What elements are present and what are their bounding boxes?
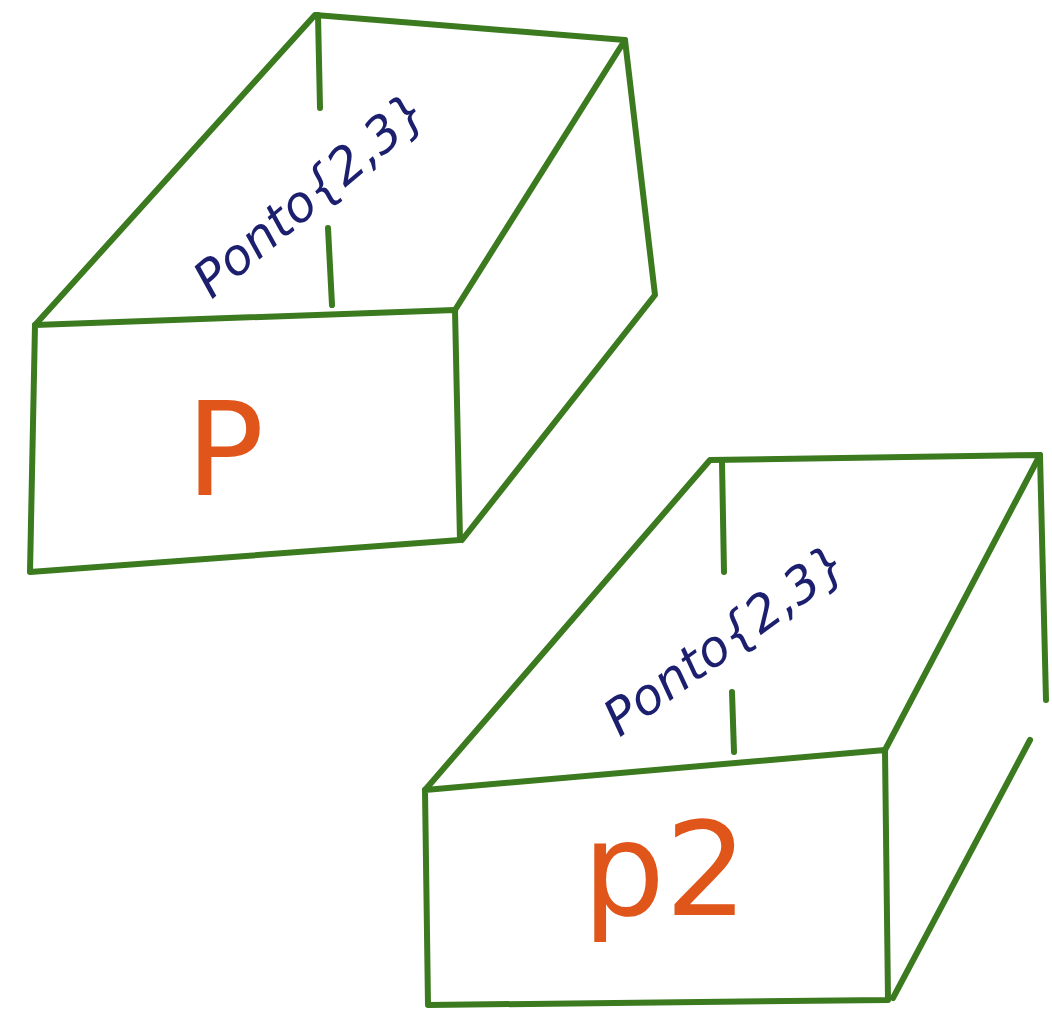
box-divider xyxy=(732,692,734,752)
box-name: P xyxy=(186,385,264,515)
box-side-face xyxy=(893,740,1030,998)
box-side-face xyxy=(1040,455,1046,700)
box-side-face xyxy=(462,40,655,540)
box-name: p2 xyxy=(582,805,747,935)
box-front-face xyxy=(425,750,888,1005)
box-divider xyxy=(722,462,724,572)
open-box: Ponto{2,3} p2 xyxy=(415,445,1052,1015)
box-front-face xyxy=(30,310,460,572)
open-box: Ponto{2,3} P xyxy=(20,8,670,588)
box-divider xyxy=(318,15,320,108)
box-top-face xyxy=(425,455,1040,790)
box-divider xyxy=(328,228,332,305)
box-top-face xyxy=(35,15,625,325)
lid-label: Ponto{2,3} xyxy=(184,84,435,306)
lid-label: Ponto{2,3} xyxy=(595,536,856,744)
